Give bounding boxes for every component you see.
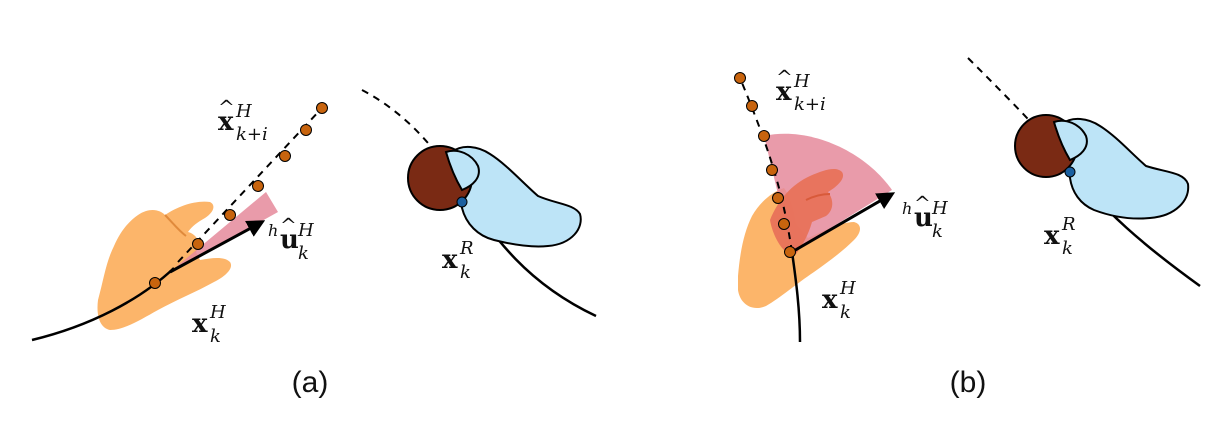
label-dir-sub: k [932,221,943,242]
label-human-sub: k [840,302,851,323]
human-trajectory-a [31,267,175,342]
label-pred-base: x [218,107,234,137]
robot-path-dashed-a [361,89,456,181]
label-human-a: x H k [192,302,226,347]
label-dir-base: u [914,203,933,233]
finger-line-b [805,193,831,201]
predicted-dot [252,180,264,192]
label-robot-sub: k [460,262,471,283]
label-pred-a: x ^ H k+i [218,95,268,145]
label-dir-a: h u ^ H k [268,213,314,264]
label-dir-b: h u ^ H k [902,191,948,242]
predicted-dot [316,102,328,114]
predicted-dot [734,72,746,84]
predicted-dot [279,150,291,162]
direction-arrow-a [169,220,266,274]
robot-thumb-a [444,149,480,192]
predicted-dot [746,100,758,112]
label-human-base: x [822,285,838,315]
robot-hand-b [1061,118,1190,220]
label-robot-base: x [442,245,458,275]
label-robot-b: x R k [1044,214,1076,259]
label-pred-sup: H [235,101,252,122]
label-pred-base: x [776,77,792,107]
predicted-dot [300,124,312,136]
direction-arrow-b [791,192,896,254]
human-position-dot-a [149,277,161,289]
label-pred-sub: k+i [236,124,268,145]
predicted-dot [224,209,236,221]
label-human-sub: k [210,326,221,347]
label-robot-a: x R k [442,238,474,283]
label-human-sup: H [839,278,856,299]
predicted-dot [766,164,778,176]
predicted-dot [758,130,770,142]
human-hand-a [97,201,232,330]
label-human-base: x [192,309,208,339]
label-robot-base: x [1044,221,1060,251]
panel-b: x ^ H k+i h u ^ H k x H k x R k (b) [734,57,1201,399]
label-pred-sup: H [793,71,810,92]
label-robot-sub: k [1062,238,1073,259]
hat-mark: ^ [914,191,931,215]
hat-mark: ^ [280,213,297,237]
label-dir-base: u [280,225,299,255]
robot-position-dot-b [1064,166,1076,178]
predicted-dot [772,192,784,204]
label-dir-pre: h [902,199,912,218]
label-dir-sub: k [298,243,309,264]
label-dir-pre: h [268,221,278,240]
human-trajectory-b [790,251,802,343]
predicted-trajectory-b [739,77,793,253]
label-human-sup: H [209,302,226,323]
finger-line-a [164,214,187,237]
robot-thumb-b [1052,119,1088,162]
robot-position-dot-a [456,196,468,208]
predicted-dot [778,218,790,230]
panel-a: x ^ H k+i h u ^ H k x H k x R k (a) [31,89,597,399]
human-position-dot-b [784,246,796,258]
predicted-dot [192,238,204,250]
hat-mark: ^ [776,65,793,89]
robot-hand-a [451,146,582,248]
label-pred-b: x ^ H k+i [776,65,826,115]
hat-mark: ^ [218,95,235,119]
label-dir-sup: H [297,220,314,241]
caption-b: (b) [950,366,987,399]
caption-a: (a) [292,366,329,399]
label-robot-sup: R [459,238,474,259]
label-dir-sup: H [931,198,948,219]
label-human-b: x H k [822,278,856,323]
uncertainty-cone-a [170,192,278,272]
label-robot-sup: R [1061,214,1076,235]
label-pred-sub: k+i [794,94,826,115]
predicted-trajectory-a [177,107,323,263]
